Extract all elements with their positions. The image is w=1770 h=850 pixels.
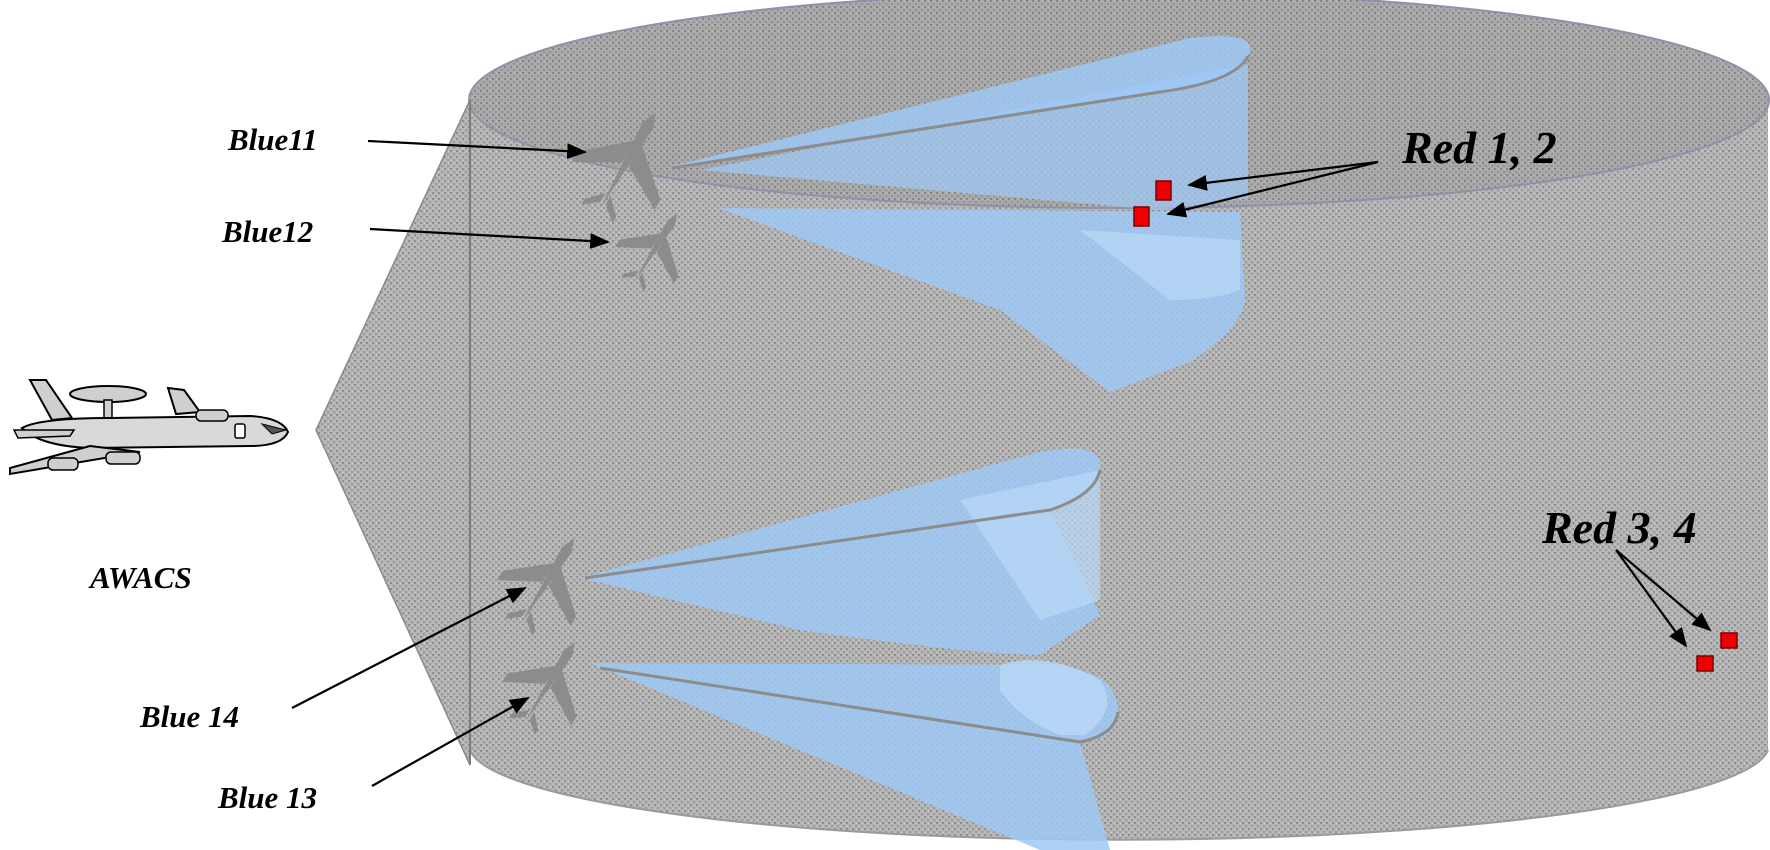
red-square-target-icon [1696,655,1714,672]
arrow-red3 [1615,549,1688,648]
radar-beam-blue13 [590,663,1119,850]
label-red-1-2: Red 1, 2 [1401,122,1557,173]
label-blue12: Blue12 [221,214,313,249]
red-square-target-icon [1720,632,1738,649]
red-square-target-icon [1155,180,1172,201]
label-blue11: Blue11 [227,122,318,157]
radar-beam-blue11 [665,36,1251,168]
beam-edges [584,55,1250,744]
fighter-jet-icon [497,538,577,636]
label-blue13: Blue 13 [217,780,317,815]
fighter-jet-icon [501,642,577,735]
arrow-blue12 [369,227,610,249]
arrow-blue11 [367,139,587,160]
arrow-red2 [1166,160,1379,218]
volume-side [470,100,1768,840]
arrow-blue14 [291,587,527,709]
label-awacs: AWACS [88,560,192,595]
arrow-red4 [1615,549,1712,632]
fighter-jet-icon [615,213,679,292]
arrow-red1 [1187,160,1379,191]
arrow-blue13 [371,697,530,787]
red-square-target-icon [1133,206,1150,227]
awacs-coverage-wedge [315,99,471,766]
volume-bottom-rim [469,749,1769,841]
red-targets [1133,180,1738,672]
callout-arrows [291,139,1712,787]
awacs-aircraft-icon [9,379,290,476]
label-blue14: Blue 14 [139,699,239,734]
fighter-jet-icon [571,112,661,223]
label-red-3-4: Red 3, 4 [1541,502,1697,553]
